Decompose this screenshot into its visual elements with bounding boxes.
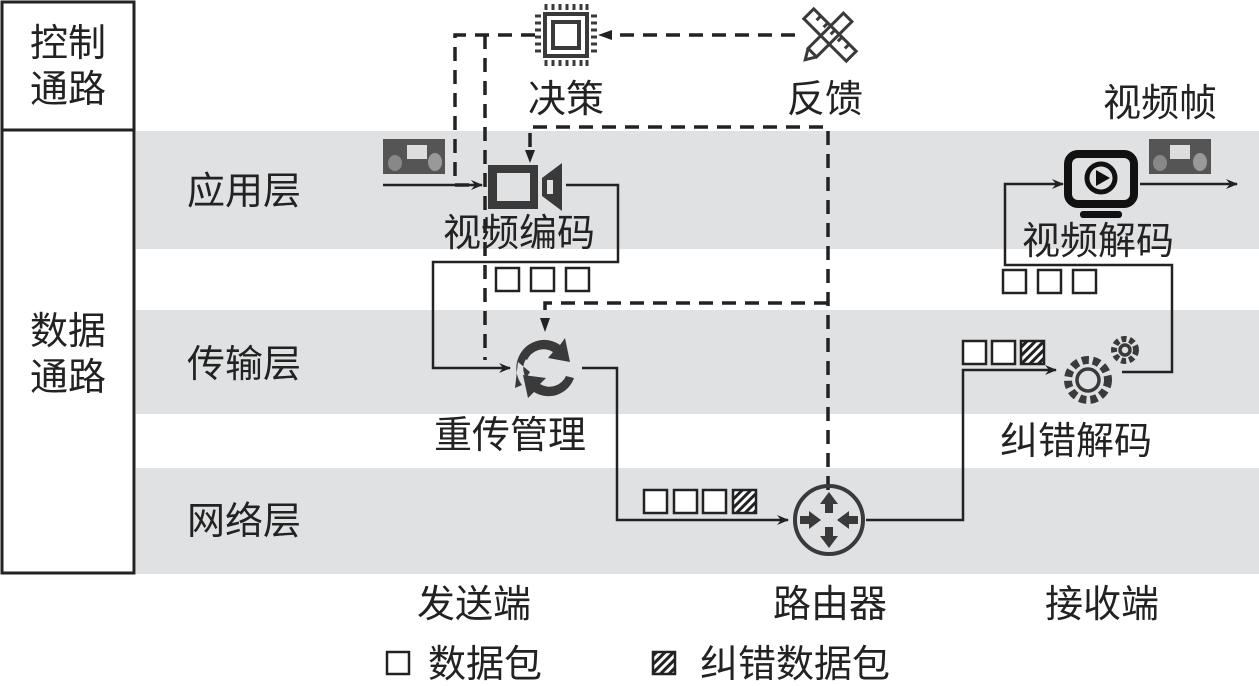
video-camera-icon xyxy=(488,163,562,211)
video-encode-label: 视频编码 xyxy=(443,211,596,255)
legend-data-packet-label: 数据包 xyxy=(428,642,543,686)
packet-queue-fec xyxy=(961,339,1046,366)
feedback-label: 反馈 xyxy=(787,77,864,121)
router-label: 路由器 xyxy=(773,582,888,626)
arrowhead xyxy=(525,150,535,163)
control-path-label-line: 控制 xyxy=(29,21,106,65)
fec-decode-label: 纠错解码 xyxy=(1000,419,1153,463)
ruler-pencil-icon xyxy=(801,6,859,64)
legend-fec-packet-label: 纠错数据包 xyxy=(700,642,891,686)
packet-queue-decoder xyxy=(1001,268,1098,295)
layer-application-label: 应用层 xyxy=(187,169,302,213)
control-path-label-line: 通路 xyxy=(29,67,106,111)
gears-icon xyxy=(1064,336,1139,404)
packet-queue-network xyxy=(642,488,758,515)
sender-label: 发送端 xyxy=(417,582,532,626)
refresh-cycle-icon xyxy=(515,338,574,398)
receiver-label: 接收端 xyxy=(1045,582,1160,626)
arrowhead xyxy=(598,30,612,40)
data-path-label-line: 数据 xyxy=(29,309,106,353)
router-icon xyxy=(793,484,865,556)
output-video-frame-image xyxy=(1149,139,1211,174)
input-video-frame-image xyxy=(383,139,445,174)
legend-fec-packet-swatch xyxy=(651,650,677,676)
monitor-play-icon xyxy=(1064,150,1138,218)
legend-data-packet-swatch xyxy=(385,650,411,676)
data-path-label: 数据 通路 xyxy=(2,308,134,400)
video-frame-label: 视频帧 xyxy=(1103,81,1218,125)
video-decode-label: 视频解码 xyxy=(1022,219,1175,263)
control-path-label: 控制 通路 xyxy=(2,20,134,112)
data-path-box xyxy=(0,128,136,575)
retransmit-label: 重传管理 xyxy=(434,413,587,457)
data-flow-lines xyxy=(383,179,1238,525)
packet-queue-encoder xyxy=(494,266,591,293)
cpu-chip-icon xyxy=(535,4,597,66)
layer-network-label: 网络层 xyxy=(187,499,302,543)
arrowhead xyxy=(540,318,550,332)
decision-label: 决策 xyxy=(528,77,605,121)
data-path-label-line: 通路 xyxy=(29,355,106,399)
layer-transport-label: 传输层 xyxy=(187,342,302,386)
